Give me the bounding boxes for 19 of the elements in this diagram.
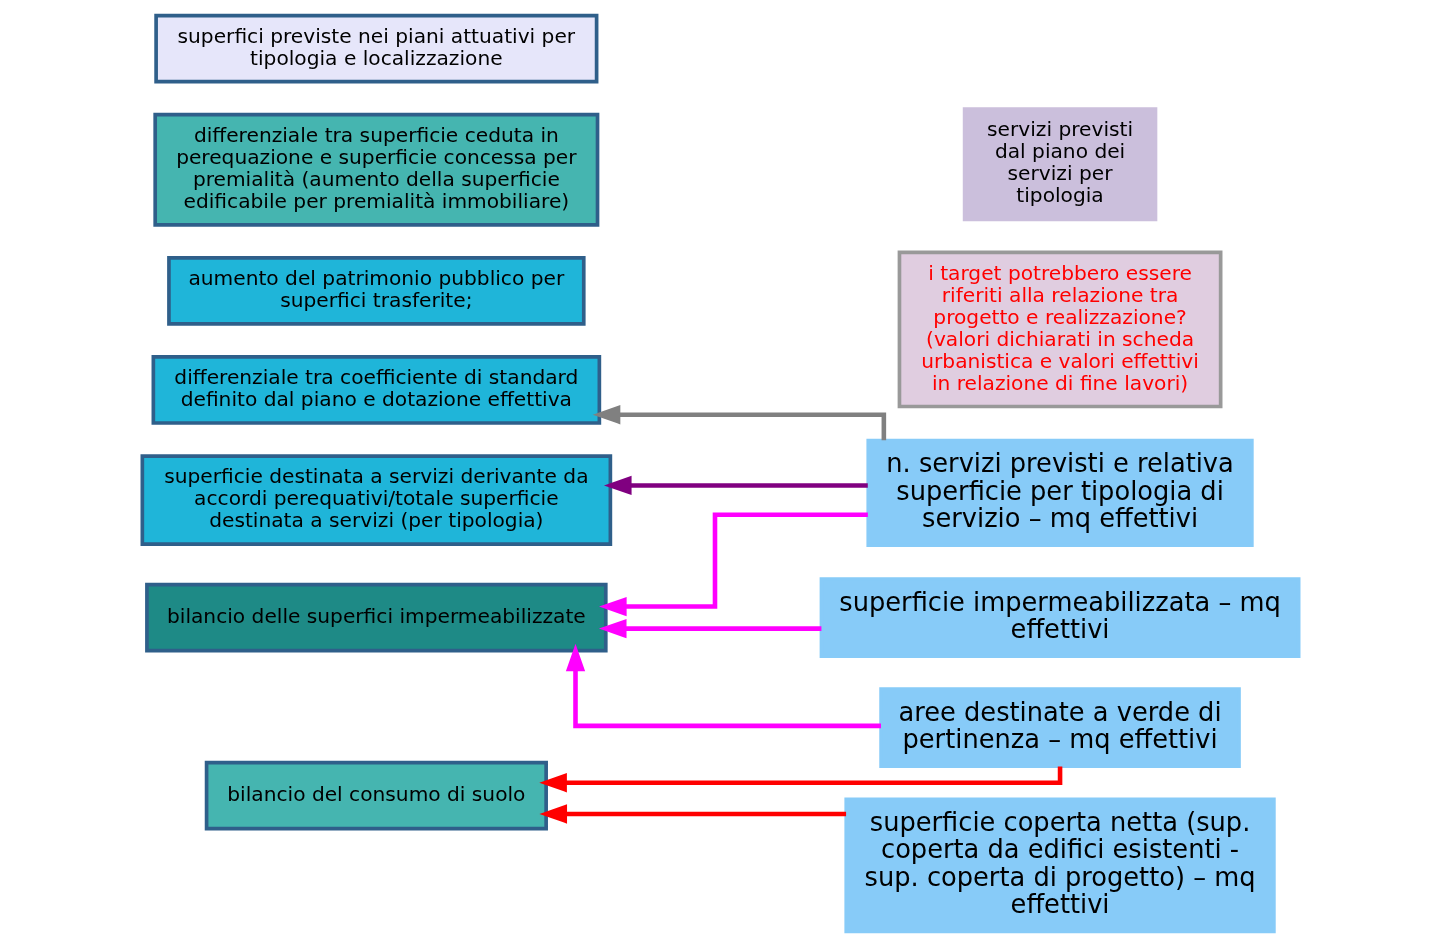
node-box: i target potrebbero essere riferiti alla relazione tra progetto e realizzazione? (valori dichiarati in scheda urbanistica e valori effettivi in relazione di fine lavori) (897, 250, 1223, 409)
arrow (539, 804, 847, 824)
arrow (598, 618, 822, 639)
node-box: bilancio del consumo di suolo (204, 760, 548, 831)
node-box: aree destinate a verde di pertinenza – mq effettivi (879, 687, 1241, 769)
node-box: n. servizi previsti e relativa superficie per tipologia di servizio – mq effettivi (866, 438, 1254, 547)
node-box: differenziale tra superficie ceduta in perequazione e superficie concessa per premialità (aumento della superficie edificabile per premialità immobiliare) (153, 112, 600, 227)
node-box: bilancio delle superfici impermeabilizzate (145, 582, 608, 653)
node-box: servizi previsti dal piano dei servizi per tipologia (962, 107, 1158, 222)
arrow (565, 643, 881, 729)
node-box: superficie destinata a servizi derivante da accordi perequativi/totale superficie destinata a servizi (per tipologia) (140, 454, 613, 546)
node-box: superfici previste nei piani attuativi per tipologia e localizzazione (154, 13, 599, 84)
node-box: aumento del patrimonio pubblico per superfici trasferite; (167, 256, 586, 326)
node-box: superficie impermeabilizzata – mq effettivi (819, 577, 1301, 658)
arrow (539, 766, 1063, 793)
arrow (604, 475, 868, 496)
node-box: superficie coperta netta (sup. coperta da edifici esistenti - sup. coperta di progetto) – mq effettivi (844, 797, 1276, 934)
arrow (599, 512, 868, 617)
node-box: differenziale tra coefficiente di standard definito dal piano e dotazione effettiva (151, 355, 602, 425)
